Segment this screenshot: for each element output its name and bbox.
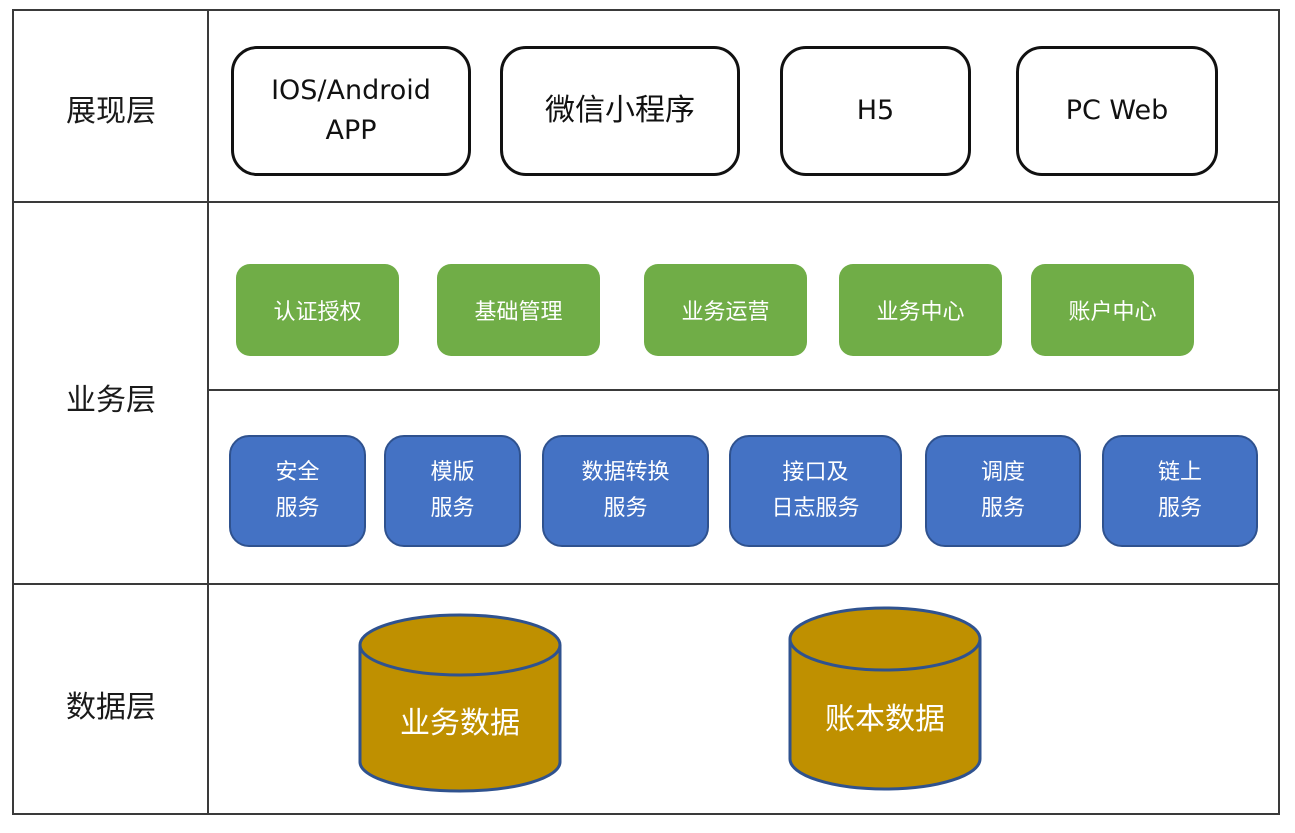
service-template: 模版 服务	[384, 435, 521, 547]
architecture-table	[12, 9, 1280, 815]
database-cylinder-icon	[788, 606, 982, 791]
service-scheduling: 调度 服务	[925, 435, 1081, 547]
database-ledger-data-label: 账本数据	[825, 702, 945, 737]
module-auth: 认证授权	[236, 264, 399, 356]
database-business-data-label: 业务数据	[400, 706, 520, 741]
module-business-center: 业务中心	[839, 264, 1002, 356]
module-business-operations: 业务运营	[644, 264, 807, 356]
data-layer-label: 数据层	[66, 690, 156, 725]
database-cylinder-icon	[358, 613, 562, 793]
service-on-chain: 链上 服务	[1102, 435, 1258, 547]
database-ledger-data: 账本数据	[787, 604, 983, 794]
presentation-layer-label: 展现层	[66, 94, 156, 129]
client-wechat-mini-program: 微信小程序	[500, 46, 740, 176]
database-business-data: 业务数据	[357, 612, 563, 794]
row-divider-business-inner	[208, 389, 1280, 391]
module-account-center: 账户中心	[1031, 264, 1194, 356]
client-pc-web: PC Web	[1016, 46, 1218, 176]
client-h5: H5	[780, 46, 971, 176]
row-divider-presentation	[12, 201, 1280, 203]
column-divider	[207, 9, 209, 815]
service-security: 安全 服务	[229, 435, 366, 547]
client-ios-android-app: IOS/Android APP	[231, 46, 471, 176]
row-divider-data	[12, 583, 1280, 585]
service-interface-log: 接口及 日志服务	[729, 435, 902, 547]
business-layer-label: 业务层	[66, 383, 156, 418]
module-basic-management: 基础管理	[437, 264, 600, 356]
service-data-conversion: 数据转换 服务	[542, 435, 709, 547]
